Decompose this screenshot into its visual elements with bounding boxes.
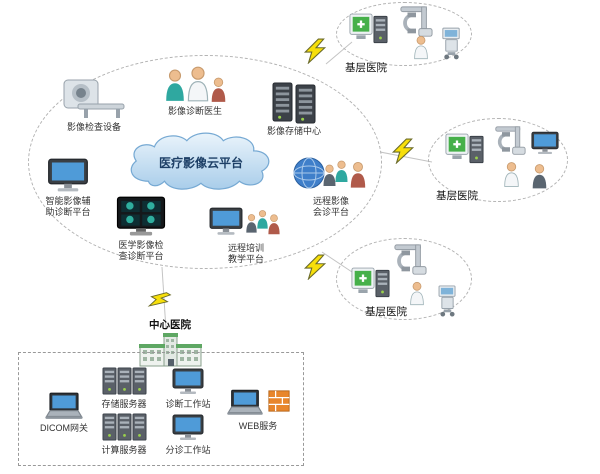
web-service-icon (226, 389, 290, 416)
workstation-icon (172, 368, 204, 395)
primary-hospital-cluster-top (336, 2, 472, 66)
training-icon (209, 207, 280, 236)
dc-label-triage-workstation: 分诊工作站 (165, 445, 211, 455)
storage-racks-icon (272, 82, 316, 124)
person-icon (532, 164, 547, 189)
workstation-icon (531, 131, 559, 155)
xray-machine-icon (398, 5, 434, 39)
medical-image-monitor-icon (116, 196, 166, 237)
node-consultation-platform: 远程影像 会诊平台 (288, 148, 374, 219)
lightning-bolt-middle-icon (392, 138, 414, 164)
datacenter-boundary (18, 352, 304, 466)
dc-label-compute-server: 计算服务器 (101, 445, 147, 455)
primary-hospital-cluster-middle (428, 118, 568, 202)
xray-machine-icon (493, 125, 528, 157)
node-label-training: 远程培训 教学平台 (227, 243, 264, 265)
node-label-diagnosis-doctors: 影像诊断医生 (167, 106, 222, 116)
xray-machine-icon (392, 243, 428, 277)
dc-label-diagnosis-workstation: 诊断工作站 (165, 399, 211, 409)
node-label-ai-assist: 智能影像辅 助诊断平台 (45, 196, 91, 218)
node-storage-center: 影像存储中心 (258, 82, 330, 137)
dc-item-dicom-gateway: DICOM网关 (28, 392, 100, 434)
node-label-consultation: 远程影像 会诊平台 (312, 196, 349, 218)
primary-hospital-label-middle: 基层医院 (436, 190, 478, 202)
workstation-icon (172, 414, 204, 441)
dc-item-compute-server: 计算服务器 (96, 412, 152, 456)
node-label-imaging-equipment: 影像检查设备 (66, 122, 121, 132)
dc-label-dicom-gateway: DICOM网关 (40, 423, 88, 433)
node-label-storage-center: 影像存储中心 (266, 126, 321, 136)
central-hospital-label: 中心医院 (149, 319, 191, 331)
dc-item-storage-server: 存储服务器 (96, 366, 152, 410)
cloud-shape: 医疗影像云平台 (120, 130, 282, 194)
server-tower-icon (373, 15, 388, 44)
primary-hospital-cluster-bottom (336, 238, 472, 320)
primary-hospital-label-bottom: 基层医院 (365, 306, 407, 318)
laptop-icon (44, 392, 84, 420)
person-icon (504, 162, 519, 187)
ai-workstation-icon (48, 158, 88, 193)
node-training-platform: 远程培训 教学平台 (202, 203, 290, 266)
person-icon (410, 281, 424, 306)
dc-label-web-service: WEB服务 (238, 421, 278, 431)
person-icon (414, 35, 428, 60)
server-group-icon (101, 413, 147, 441)
dc-item-triage-workstation: 分诊工作站 (160, 414, 216, 456)
green-device-icon (351, 267, 375, 295)
dc-item-web-service: WEB服务 (222, 386, 294, 432)
cloud-platform-boundary (28, 55, 382, 269)
node-exam-diagnosis-platform: 医学影像检 查诊断平台 (108, 196, 174, 263)
server-tower-icon (469, 135, 484, 164)
lightning-bolt-central-icon (146, 286, 172, 314)
doctors-icon (165, 66, 226, 103)
node-imaging-equipment: 影像检查设备 (52, 78, 136, 133)
green-device-icon (349, 13, 373, 41)
node-ai-assist-platform: 智能影像辅 助诊断平台 (32, 158, 104, 219)
green-device-icon (445, 133, 469, 161)
firewall-icon (268, 390, 290, 412)
primary-hospital-label-top: 基层医院 (345, 62, 387, 74)
server-group-icon (101, 367, 147, 395)
node-label-exam-diagnosis: 医学影像检 查诊断平台 (118, 240, 164, 262)
lightning-bolt-top-icon (304, 38, 326, 64)
consultation-globe-icon (293, 157, 366, 189)
ultrasound-cart-icon (442, 27, 460, 60)
dc-item-diagnosis-workstation: 诊断工作站 (160, 368, 216, 410)
lightning-bolt-bottom-icon (304, 254, 326, 280)
ultrasound-cart-icon (438, 285, 456, 317)
ct-scanner-icon (63, 79, 125, 119)
dc-label-storage-server: 存储服务器 (101, 399, 147, 409)
cloud-icon (130, 132, 270, 190)
cloud-platform-label: 医疗影像云平台 (158, 155, 243, 170)
node-diagnosis-doctors: 影像诊断医生 (158, 66, 232, 117)
server-tower-icon (375, 269, 390, 298)
